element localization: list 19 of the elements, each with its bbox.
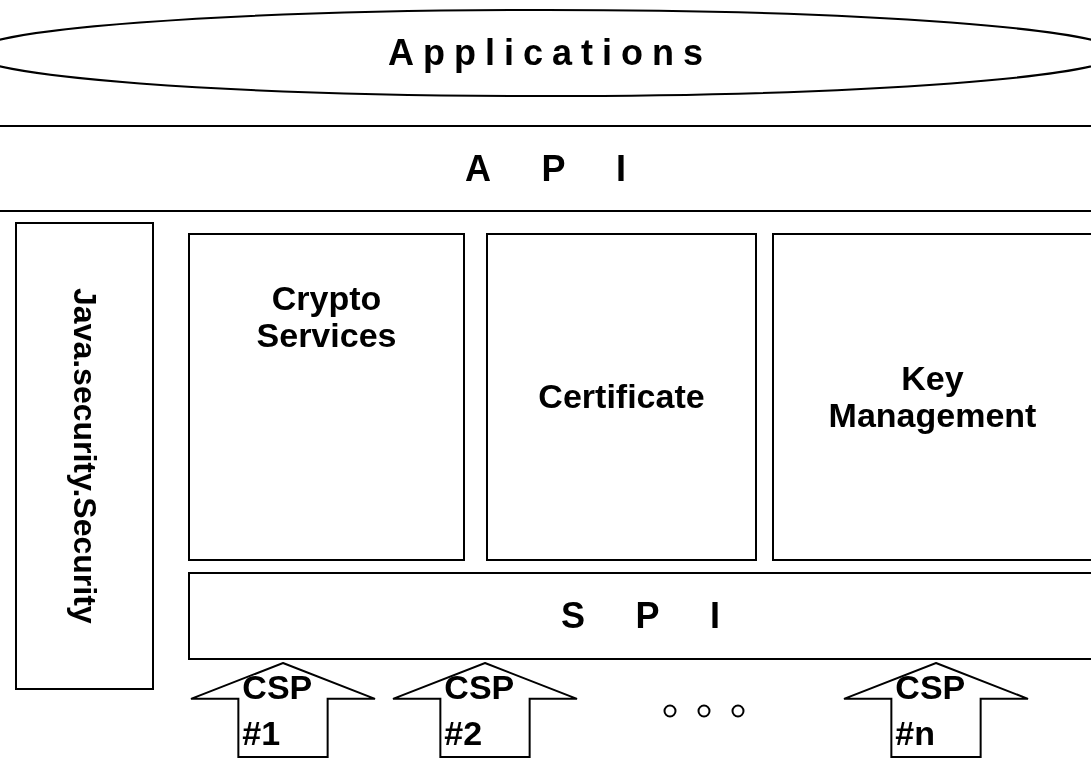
node-label: CSP #n xyxy=(895,667,966,755)
node-label: CSP #1 xyxy=(242,667,313,755)
node-label: API xyxy=(465,148,677,189)
component-box xyxy=(772,233,1091,561)
node-label: Java.security.Security xyxy=(66,288,103,624)
node-label: Applications xyxy=(388,33,712,73)
component-box xyxy=(188,233,465,561)
component-box xyxy=(486,233,757,561)
provider-block xyxy=(843,662,1029,759)
node-label: Crypto Services xyxy=(255,280,398,355)
node-label: CSP #2 xyxy=(444,667,515,755)
layer-bar xyxy=(188,572,1091,660)
vertical-bar xyxy=(15,222,154,690)
node-label: Certificate xyxy=(538,378,705,416)
provider-block xyxy=(190,662,376,759)
node-label: Key Management xyxy=(827,359,1038,435)
node-label: SPI xyxy=(561,596,771,636)
layer-bar xyxy=(0,125,1091,212)
provider-block xyxy=(392,662,578,759)
